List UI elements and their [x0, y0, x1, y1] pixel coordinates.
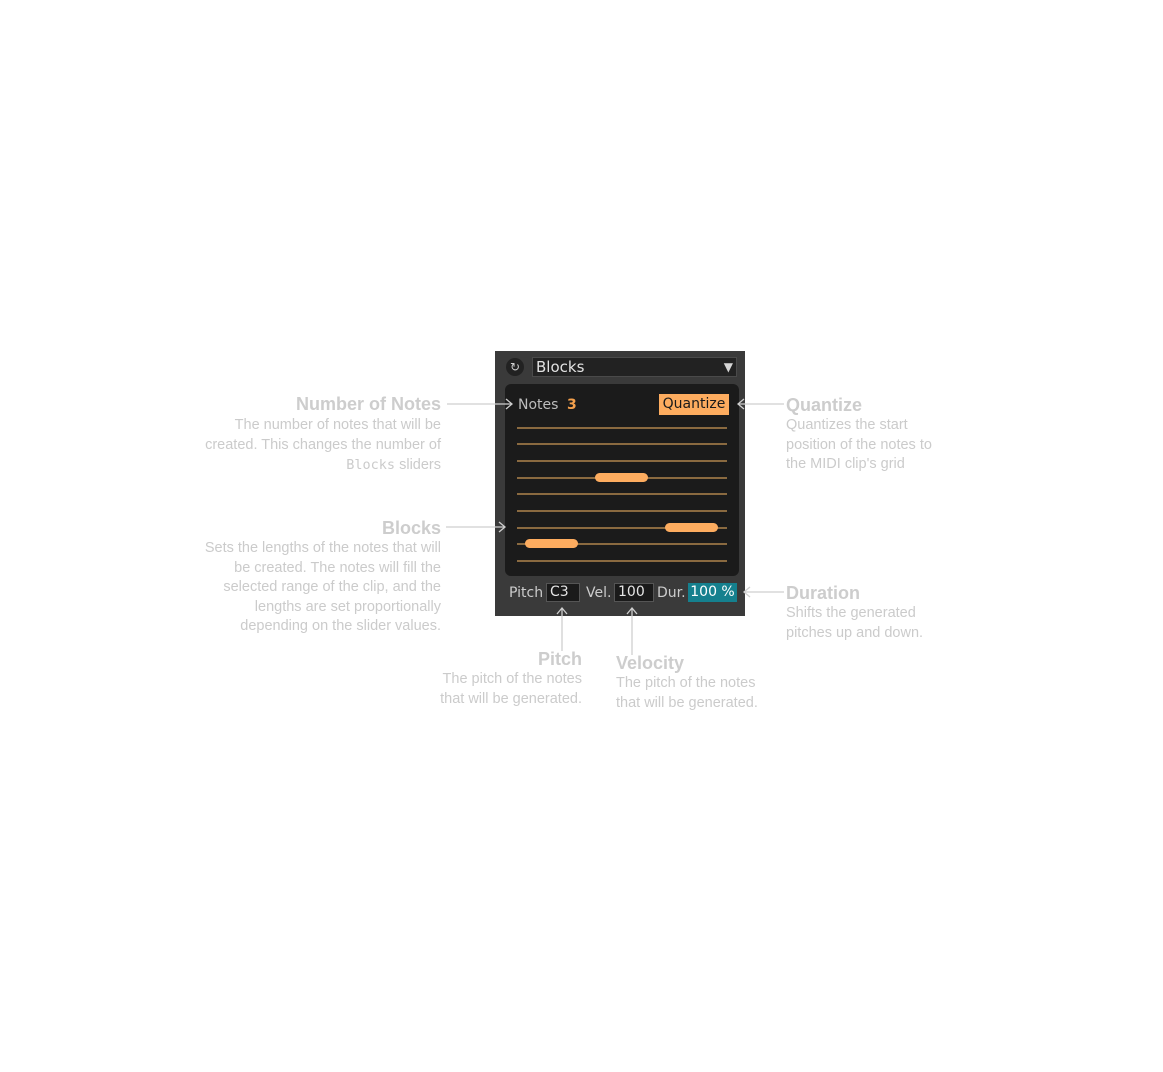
pitch-label: Pitch: [509, 585, 544, 601]
desc-line: the MIDI clip's grid: [786, 456, 905, 472]
desc-line: lengths are set proportionally: [254, 598, 441, 615]
duration-label: Dur.: [657, 585, 686, 601]
annotation-blocks-title: Blocks: [381, 518, 441, 538]
velocity-field[interactable]: 100: [614, 583, 654, 602]
desc-line: pitches up and down.: [786, 624, 924, 641]
desc-line: that will be generated.: [616, 694, 758, 711]
annotation-quantize-desc: Quantizes the start position of the note…: [786, 416, 1006, 475]
mode-dropdown-value: Blocks: [536, 358, 585, 376]
desc-line: Quantizes the start: [786, 417, 908, 433]
block-slider-thumb[interactable]: [525, 539, 578, 548]
desc-line: The number of notes that will be: [234, 417, 441, 433]
annotation-duration-desc: Shifts the generated pitches up and down…: [786, 604, 1006, 643]
desc-line: depending on the slider values.: [240, 618, 441, 634]
slider-track: [517, 527, 727, 529]
slider-track: [517, 460, 727, 462]
desc-line: Blocks sliders: [141, 455, 441, 475]
desc-line: created. This changes the number of: [205, 437, 441, 453]
desc-line: Sets the lengths of the notes that will: [204, 540, 441, 556]
slider-track: [517, 543, 727, 545]
slider-track: [517, 427, 727, 429]
annotation-velocity-desc: The pitch of the notes that will be gene…: [616, 674, 816, 713]
desc-line: The pitch of the notes: [442, 671, 582, 687]
annotation-quantize-title: Quantize: [786, 395, 863, 415]
annotation-number-of-notes-desc: The number of notes that will be created…: [141, 415, 441, 475]
annotation-duration-title: Duration: [786, 583, 860, 603]
desc-line: be created. The notes will fill the: [234, 559, 441, 576]
annotation-pitch-title: Pitch: [537, 649, 582, 669]
slider-track: [517, 443, 727, 445]
desc-line: The pitch of the notes: [616, 675, 756, 691]
reset-icon: ↻: [509, 360, 521, 374]
block-slider-thumb[interactable]: [595, 473, 648, 482]
notes-label: Notes: [518, 397, 559, 413]
triangle-down-icon: ▼: [723, 360, 733, 374]
desc-line: position of the notes to: [786, 436, 932, 453]
notes-count[interactable]: 3: [567, 397, 577, 413]
annotation-number-of-notes-title: Number of Notes: [295, 394, 441, 414]
desc-line: selected range of the clip, and the: [223, 579, 441, 595]
reset-button[interactable]: ↻: [506, 358, 524, 376]
velocity-label: Vel.: [586, 585, 612, 601]
block-slider-thumb[interactable]: [665, 523, 718, 532]
code-text: Blocks: [346, 457, 396, 473]
desc-line: that will be generated.: [440, 690, 582, 707]
mode-dropdown[interactable]: Blocks ▼: [532, 357, 737, 377]
annotation-velocity-title: Velocity: [616, 653, 685, 673]
slider-track: [517, 493, 727, 495]
desc-text: sliders: [395, 457, 441, 473]
slider-track: [517, 560, 727, 562]
duration-field[interactable]: 100 %: [688, 583, 737, 602]
slider-track: [517, 510, 727, 512]
annotation-blocks-desc: Sets the lengths of the notes that will …: [141, 539, 441, 637]
annotation-pitch-desc: The pitch of the notes that will be gene…: [382, 670, 582, 709]
quantize-button[interactable]: Quantize: [659, 394, 729, 415]
desc-line: Shifts the generated: [786, 605, 916, 621]
pitch-field[interactable]: C3: [546, 583, 580, 602]
